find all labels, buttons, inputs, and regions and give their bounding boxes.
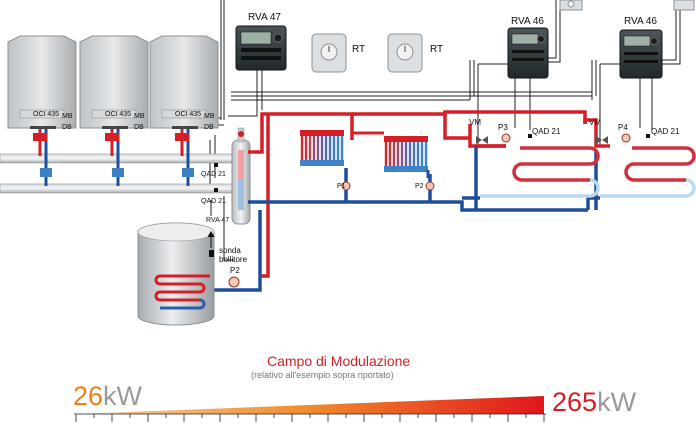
- vm1-valve-icon: [476, 136, 488, 144]
- boiler-drops: [30, 126, 198, 186]
- floor-coil-1: [476, 144, 600, 198]
- cold-return-pipes: [210, 145, 600, 292]
- pumps: [228, 133, 631, 288]
- hot-water-tank: [137, 222, 215, 326]
- boiler-2-model: OCI 435: [105, 111, 131, 118]
- qad-sensor-2-icon: [214, 188, 218, 192]
- boiler-3: OCI 435 MB DB: [149, 35, 219, 131]
- qad-sensor-1-icon: [214, 163, 218, 167]
- label-qad-zone-1: QAD 21: [532, 127, 561, 136]
- label-rva46-2: RVA 46: [624, 16, 657, 27]
- modulation-max: 265kW: [552, 387, 637, 417]
- label-p1: P1: [337, 183, 346, 190]
- label-p3: P3: [498, 123, 508, 132]
- label-vm-1: VM: [469, 118, 481, 127]
- modulation-scale: [74, 413, 546, 422]
- label-rva47: RVA 47: [248, 12, 281, 23]
- boiler-2-db: DB: [134, 124, 144, 131]
- boiler-1-db: DB: [62, 124, 72, 131]
- label-rva47-small: RVA 47: [206, 217, 229, 224]
- qad-sensor-4-icon: [646, 134, 650, 138]
- rva46-controller-1: [507, 27, 549, 79]
- room-thermostat-2: [387, 33, 423, 73]
- rva46-controller-2: [619, 29, 663, 79]
- label-bollitore: bollitore: [219, 255, 248, 264]
- label-qad-main-1: QAD 21: [201, 171, 226, 178]
- remote-unit-2: [673, 0, 695, 11]
- label-rt-1: RT: [352, 44, 365, 55]
- pump-p1-icon: [341, 181, 351, 191]
- control-wiring: [209, 0, 681, 261]
- label-rva46-1: RVA 46: [511, 16, 544, 27]
- label-rt-2: RT: [430, 44, 443, 55]
- label-p2-tank: P2: [230, 266, 240, 275]
- label-p2-rad: P2: [415, 183, 424, 190]
- pump-p2-rad-icon: [425, 181, 435, 191]
- label-qad-main-2: QAD 21: [201, 198, 226, 205]
- boiler-2: OCI 435 MB DB: [79, 35, 149, 131]
- rva47-controller: [235, 25, 287, 71]
- boiler-1-mb: MB: [62, 113, 73, 120]
- pump-p2-tank-icon: [228, 276, 240, 288]
- vm2-valve-icon: [596, 136, 608, 144]
- boiler-3-db: DB: [204, 124, 214, 131]
- temperature-sensors: [209, 134, 650, 257]
- label-p4: P4: [618, 123, 628, 132]
- boiler-3-mb: MB: [204, 113, 215, 120]
- boiler-1-model: OCI 435: [33, 111, 59, 118]
- flow-header-pipe: [0, 153, 233, 164]
- label-qad-zone-2: QAD 21: [651, 127, 680, 136]
- remote-unit-1: [559, 0, 583, 11]
- label-sonda: sonda: [219, 246, 241, 255]
- modulation-title: Campo di Modulazione: [267, 353, 410, 369]
- qad-sensor-3-icon: [528, 134, 532, 138]
- hot-supply-pipes: [248, 110, 610, 278]
- room-thermostat-1: [311, 33, 347, 73]
- mixing-valves: [476, 136, 608, 144]
- floor-coil-2: [600, 146, 696, 198]
- return-header-pipe: [0, 183, 233, 194]
- radiator-1: [300, 130, 344, 166]
- boiler-3-model: OCI 435: [175, 111, 201, 118]
- boiler-1: OCI 435 MB DB: [7, 35, 77, 131]
- boiler-2-mb: MB: [134, 113, 145, 120]
- pump-p4-icon: [621, 133, 631, 143]
- pump-p3-icon: [501, 133, 511, 143]
- modulation-subtitle: (relativo all'esempio sopra riportato): [251, 370, 394, 380]
- sonda-arrow-icon: [207, 231, 215, 248]
- hydraulic-separator: [231, 127, 251, 225]
- radiator-2: [350, 131, 430, 178]
- label-vm-2: VM: [589, 118, 601, 127]
- modulation-min: 26kW: [73, 381, 143, 411]
- modulation-wedge: [76, 396, 544, 414]
- sonda-sensor-icon: [209, 250, 214, 257]
